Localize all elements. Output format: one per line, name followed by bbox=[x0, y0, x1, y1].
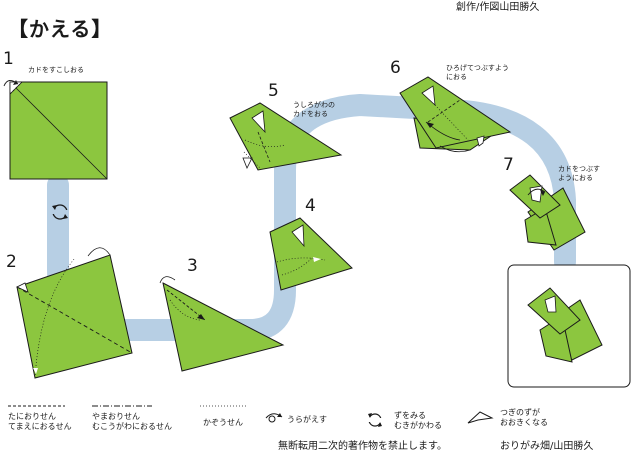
author-credit-top: 創作/作図山田勝久 bbox=[456, 2, 540, 13]
step-number-4: 4 bbox=[305, 196, 316, 216]
step-7-note: カドをつぶすようにおる bbox=[558, 165, 600, 182]
step-number-6: 6 bbox=[390, 58, 401, 78]
legend-mountain-fold: やまおりせんむこうがわにおるせん bbox=[92, 412, 172, 432]
step-3-figure bbox=[159, 276, 285, 372]
legend-valley-fold: たにおりせんてまえにおるせん bbox=[8, 412, 72, 432]
step-6-figure bbox=[399, 76, 512, 153]
step-4-figure bbox=[269, 217, 353, 291]
step-number-1: 1 bbox=[3, 49, 14, 69]
step-6-note: ひろげてつぶすようにおる bbox=[446, 64, 509, 81]
step-2-figure bbox=[16, 247, 133, 379]
step-1-figure bbox=[3, 80, 108, 180]
step-number-3: 3 bbox=[187, 256, 198, 276]
copyright-notice: 無断転用二次的著作物を禁止します。 bbox=[278, 441, 447, 452]
step-number-7: 7 bbox=[503, 155, 514, 175]
step-7-figure bbox=[509, 174, 586, 251]
step-1-note: カドをすこしおる bbox=[28, 66, 84, 74]
legend-rotate: ずをみるむきがかわる bbox=[394, 411, 442, 431]
legend-flip-over: うらがえす bbox=[287, 415, 327, 424]
author-credit-bottom: おりがみ畑/山田勝久 bbox=[500, 441, 594, 452]
legend-crease-line: かぞうせん bbox=[203, 418, 243, 427]
rotate-symbol bbox=[51, 204, 69, 220]
step-5-figure bbox=[229, 102, 343, 171]
legend-enlarge: つぎのずがおおきくなる bbox=[500, 408, 548, 428]
step-number-2: 2 bbox=[6, 252, 17, 272]
legend-symbols bbox=[8, 405, 494, 427]
page-title: 【かえる】 bbox=[8, 17, 113, 41]
step-number-5: 5 bbox=[268, 81, 279, 101]
step-5-note: うしろがわのカドをおる bbox=[293, 101, 335, 118]
final-frog-figure bbox=[507, 264, 631, 388]
